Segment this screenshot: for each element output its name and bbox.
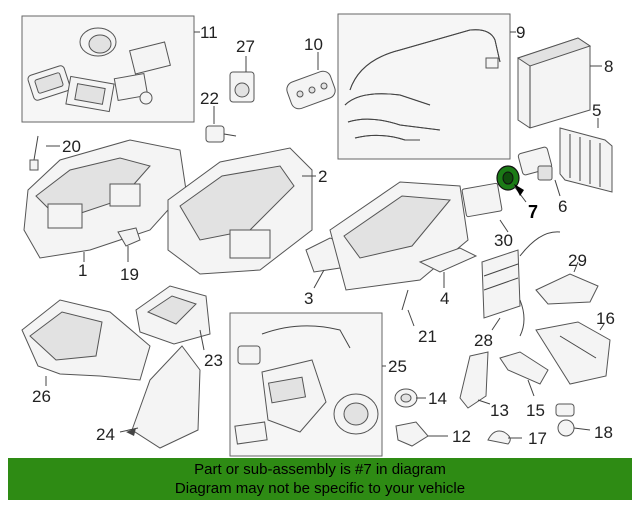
callout-15: 15 — [526, 401, 545, 420]
callout-26: 26 — [32, 387, 51, 406]
part-28-wire — [519, 231, 561, 337]
part-5-evaporator[interactable] — [559, 127, 613, 193]
callout-21: 21 — [418, 327, 437, 346]
callout-16: 16 — [596, 309, 615, 328]
callout-29: 29 — [568, 251, 587, 270]
callout-6: 6 — [558, 197, 567, 216]
part-19-actuator-link[interactable] — [117, 227, 141, 247]
callout-7: 7 — [528, 202, 538, 222]
callout-25: 25 — [388, 357, 407, 376]
callout-22: 22 — [200, 89, 219, 108]
callout-arrows — [126, 184, 524, 436]
callout-1: 1 — [78, 261, 87, 280]
callout-labels: 11 27 10 9 8 22 5 20 2 7 6 30 1 19 29 3 … — [32, 23, 615, 448]
part-10-bracket[interactable] — [285, 69, 338, 111]
part-27-actuator[interactable] — [229, 71, 255, 103]
part-23-duct[interactable] — [135, 285, 211, 345]
callout-10: 10 — [304, 35, 323, 54]
part-15-duct[interactable] — [499, 351, 549, 385]
callout-11: 11 — [200, 23, 218, 42]
part-4-seal[interactable] — [418, 247, 478, 273]
callout-19: 19 — [120, 265, 139, 284]
part-12-bracket[interactable] — [395, 421, 429, 447]
callout-27: 27 — [236, 37, 255, 56]
part-25-blower[interactable] — [234, 325, 379, 445]
callout-24: 24 — [96, 425, 115, 444]
part-18-clip[interactable] — [555, 403, 575, 437]
info-banner: Part or sub-assembly is #7 in diagram Di… — [8, 458, 632, 500]
callout-9: 9 — [516, 23, 525, 42]
callout-23: 23 — [204, 351, 223, 370]
part-28-panel[interactable] — [481, 249, 521, 319]
callout-13: 13 — [490, 401, 509, 420]
callout-28: 28 — [474, 331, 493, 350]
group-box-9 — [337, 13, 511, 160]
callout-4: 4 — [440, 289, 449, 308]
part-13-duct[interactable] — [459, 351, 489, 409]
part-2-case[interactable] — [167, 147, 313, 275]
callout-8: 8 — [604, 57, 613, 76]
callout-2: 2 — [318, 167, 327, 186]
banner-line-1: Part or sub-assembly is #7 in diagram — [194, 461, 446, 478]
part-6-expansion-valve[interactable] — [517, 146, 553, 181]
part-22-sensor[interactable] — [205, 125, 237, 143]
part-14-grommet[interactable] — [394, 388, 418, 408]
part-7-highlighted[interactable] — [496, 165, 520, 191]
part-16-duct[interactable] — [535, 321, 611, 385]
callout-30: 30 — [494, 231, 513, 250]
callout-3: 3 — [304, 289, 313, 308]
callout-14: 14 — [428, 389, 447, 408]
part-11-set[interactable] — [27, 27, 171, 113]
callout-12: 12 — [452, 427, 471, 446]
part-21-clip[interactable] — [401, 289, 409, 311]
part-20-sensor[interactable] — [29, 135, 39, 171]
part-30-door[interactable] — [461, 182, 503, 218]
part-17-clip[interactable] — [487, 430, 511, 445]
part-9-pipes[interactable] — [344, 29, 501, 141]
part-26-duct[interactable] — [21, 299, 151, 381]
part-1-case[interactable] — [23, 139, 187, 259]
part-29-duct[interactable] — [535, 273, 599, 305]
part-30-case[interactable] — [329, 181, 469, 291]
banner-line-2: Diagram may not be specific to your vehi… — [174, 480, 466, 497]
callout-20: 20 — [62, 137, 81, 156]
callout-18: 18 — [594, 423, 613, 442]
callout-5: 5 — [592, 101, 601, 120]
callout-17: 17 — [528, 429, 547, 448]
part-8-heater-core[interactable] — [516, 37, 592, 129]
